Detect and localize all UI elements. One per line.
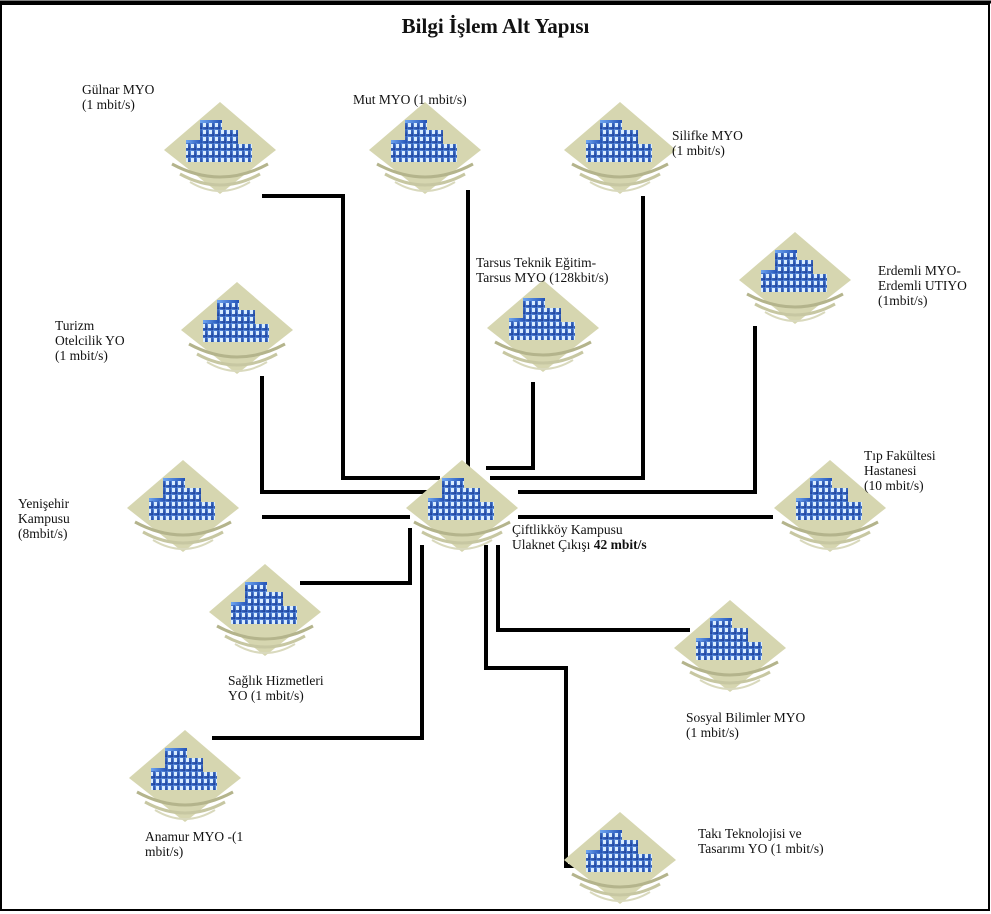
node-label-silifke: Silifke MYO (1 mbit/s): [672, 128, 743, 158]
node-label-tarsus: Tarsus Teknik Eğitim- Tarsus MYO (128kbi…: [476, 255, 609, 285]
node-label-line: Turizm: [55, 318, 95, 333]
hub-label-line2: Ulaknet Çıkışı: [512, 537, 594, 552]
node-label-line: (1 mbit/s): [55, 348, 108, 363]
node-label-line: (1 mbit/s): [672, 143, 725, 158]
building-icons: [125, 100, 888, 906]
node-label-line: (1 mbit/s): [686, 725, 739, 740]
node-label-line: Tarsus MYO (128kbit/s): [476, 270, 609, 285]
link-turizm: [260, 376, 430, 494]
node-label-line: Gülnar MYO: [82, 82, 155, 97]
hub-label-line1: Çiftlikköy Kampusu: [512, 522, 623, 537]
node-label-yenisehir: Yenişehir Kampusu (8mbit/s): [18, 496, 70, 541]
building-mut-icon: [367, 100, 483, 196]
link-taki: [484, 545, 580, 868]
link-saglik: [300, 528, 412, 585]
building-erdemli-icon: [737, 230, 853, 326]
building-hub-icon: [404, 458, 520, 554]
node-label-tip: Tıp Fakültesi Hastanesi (10 mbit/s): [864, 448, 936, 493]
node-label-line: mbit/s): [145, 844, 184, 859]
node-label-line: (1mbit/s): [878, 293, 928, 308]
node-label-line: Tarsus Teknik Eğitim-: [476, 255, 597, 270]
node-label-line: (8mbit/s): [18, 526, 68, 541]
hub-label: Çiftlikköy Kampusu Ulaknet Çıkışı 42 mbi…: [512, 522, 647, 552]
link-anamur: [212, 545, 424, 740]
node-label-mut: Mut MYO (1 mbit/s): [353, 92, 467, 107]
link-silifke: [490, 196, 645, 480]
link-gulnar: [262, 194, 440, 480]
node-label-line: Yenişehir: [18, 496, 70, 511]
building-saglik-icon: [207, 562, 323, 658]
node-label-line: YO (1 mbit/s): [228, 688, 304, 703]
diagram-title: Bilgi İşlem Alt Yapısı: [401, 14, 590, 38]
link-tarsus: [486, 382, 535, 470]
node-label-line: (10 mbit/s): [864, 478, 924, 493]
node-label-sosyal: Sosyal Bilimler MYO (1 mbit/s): [686, 710, 805, 740]
node-label-line: Hastanesi: [864, 463, 917, 478]
node-label-turizm: Turizm Otelcilik YO (1 mbit/s): [55, 318, 125, 363]
node-label-line: Otelcilik YO: [55, 333, 125, 348]
hub-bandwidth: 42 mbit/s: [593, 537, 647, 552]
building-yenisehir-icon: [125, 458, 241, 554]
node-label-saglik: Sağlık Hizmetleri YO (1 mbit/s): [228, 673, 324, 703]
link-erdemli: [518, 326, 757, 494]
node-label-line: Tasarımı YO (1 mbit/s): [698, 841, 824, 856]
node-label-line: Erdemli MYO-: [878, 263, 961, 278]
building-turizm-icon: [179, 280, 295, 376]
node-label-erdemli: Erdemli MYO- Erdemli UTIYO (1mbit/s): [878, 263, 967, 308]
node-label-line: Tıp Fakültesi: [864, 448, 936, 463]
node-label-line: Erdemli UTIYO: [878, 278, 967, 293]
building-sosyal-icon: [672, 598, 788, 694]
building-silifke-icon: [562, 100, 678, 196]
node-label-line: Anamur MYO -(1: [145, 829, 244, 844]
node-label-line: Sağlık Hizmetleri: [228, 673, 324, 688]
node-label-gulnar: Gülnar MYO (1 mbit/s): [82, 82, 154, 112]
node-label-line: Silifke MYO: [672, 128, 743, 143]
node-label-line: (1 mbit/s): [82, 97, 135, 112]
building-gulnar-icon: [162, 100, 278, 196]
node-label-taki: Takı Teknolojisi ve Tasarımı YO (1 mbit/…: [698, 826, 824, 856]
building-taki-icon: [562, 810, 678, 906]
page-border: [0, 3, 990, 911]
node-label-line: Mut MYO (1 mbit/s): [353, 92, 467, 107]
node-label-line: Takı Teknolojisi ve: [698, 826, 802, 841]
link-sosyal: [496, 545, 690, 632]
node-label-line: Sosyal Bilimler MYO: [686, 710, 806, 725]
connection-lines: [212, 190, 773, 868]
node-label-anamur: Anamur MYO -(1 mbit/s): [145, 829, 243, 859]
building-tarsus-icon: [485, 278, 601, 374]
building-anamur-icon: [127, 728, 243, 824]
node-label-line: Kampusu: [18, 511, 70, 526]
